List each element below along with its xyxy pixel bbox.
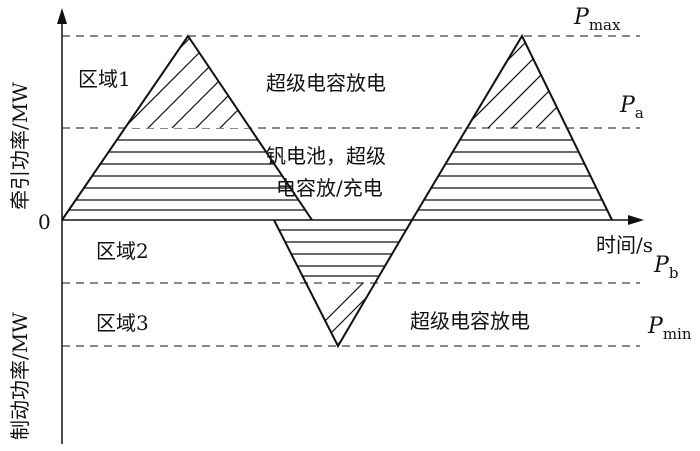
pa-label: Pa: [619, 93, 644, 122]
region3-label: 区域3: [96, 311, 149, 335]
middle-annotation-line2: 电容放/充电: [276, 176, 383, 200]
hatch-region1-right: [439, 36, 612, 129]
pmax-label: Pmax: [573, 5, 621, 34]
pmin-subscript: min: [663, 325, 692, 343]
power-curve-peak-2: [411, 33, 613, 221]
pmax-subscript: max: [589, 16, 621, 34]
x-axis-arrow: [628, 215, 644, 225]
x-axis-label: 时间/s: [596, 233, 653, 257]
pmin-symbol: P: [647, 314, 664, 339]
lower-supercap-annotation: 超级电容放电: [410, 309, 530, 333]
hatch-horizontal-lower: [274, 229, 412, 277]
y-upper-label: 牵引功率/MW: [8, 82, 32, 210]
middle-annotation-line1: 钒电池，超级: [266, 144, 386, 168]
region1-label: 区域1: [78, 67, 131, 91]
power-curve-peak-1: [61, 34, 313, 221]
y-lower-label: 制动功率/MW: [8, 312, 32, 440]
pb-symbol: P: [653, 253, 670, 278]
hatch-region3: [299, 282, 412, 346]
pb-label: Pb: [653, 253, 678, 282]
pmax-symbol: P: [573, 5, 590, 30]
upper-supercap-annotation: 超级电容放电: [266, 71, 386, 95]
pa-symbol: P: [619, 93, 636, 118]
region2-label: 区域2: [96, 239, 149, 263]
origin-label: 0: [38, 210, 51, 234]
hatch-horizontal-right: [412, 139, 612, 211]
pmin-label: Pmin: [647, 314, 692, 343]
pb-subscript: b: [669, 264, 679, 282]
y-axis-arrow: [57, 8, 67, 24]
power-curve-valley: [273, 219, 413, 349]
pa-subscript: a: [635, 104, 644, 122]
